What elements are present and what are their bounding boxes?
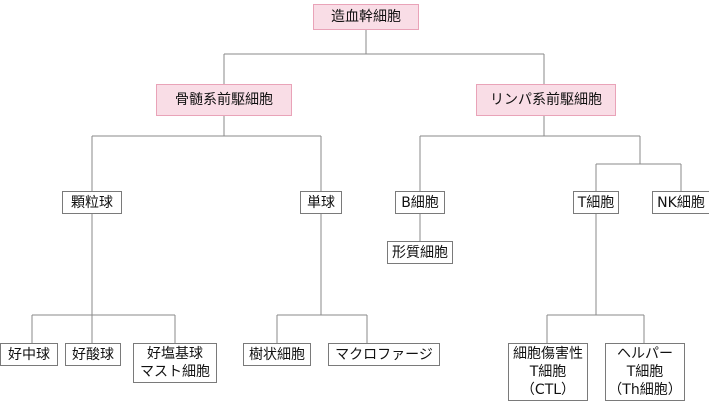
- node-label-line2: T細胞: [626, 364, 664, 380]
- node-label-line1: ヘルパー: [617, 346, 673, 362]
- node-basophil-mast-cell: 好塩基球 マスト細胞: [133, 343, 217, 383]
- node-label: マクロファージ: [335, 346, 433, 363]
- node-label-line3: （CTL）: [520, 382, 576, 398]
- node-label: 骨髄系前駆細胞: [175, 92, 273, 108]
- node-label: B細胞: [401, 194, 439, 211]
- node-label: 顆粒球: [71, 194, 113, 211]
- node-b-cell: B細胞: [395, 191, 445, 214]
- node-plasma-cell: 形質細胞: [387, 241, 453, 264]
- node-dendritic-cell: 樹状細胞: [243, 343, 311, 366]
- node-label: リンパ系前駆細胞: [490, 92, 602, 108]
- node-label: 樹状細胞: [249, 346, 305, 363]
- node-label: 単球: [307, 194, 335, 211]
- node-label-line2: マスト細胞: [140, 364, 210, 380]
- node-nk-cell: NK細胞: [652, 191, 709, 214]
- node-hematopoietic-stem-cell: 造血幹細胞: [313, 4, 419, 30]
- node-label: NK細胞: [657, 194, 705, 211]
- node-label: 好中球: [8, 346, 50, 363]
- node-label: 好酸球: [72, 346, 114, 363]
- node-neutrophil: 好中球: [0, 343, 58, 366]
- node-helper-t-cell: ヘルパー T細胞 （Th細胞）: [605, 343, 685, 401]
- node-macrophage: マクロファージ: [328, 343, 440, 366]
- node-lymphoid-progenitor: リンパ系前駆細胞: [476, 84, 616, 116]
- node-label: 造血幹細胞: [331, 9, 401, 25]
- node-label-line2: T細胞: [529, 364, 567, 380]
- node-eosinophil: 好酸球: [65, 343, 121, 366]
- node-granulocyte: 顆粒球: [62, 191, 122, 214]
- node-monocyte: 単球: [300, 191, 342, 214]
- node-myeloid-progenitor: 骨髄系前駆細胞: [156, 84, 292, 116]
- node-t-cell: T細胞: [573, 191, 619, 214]
- node-cytotoxic-t-cell: 細胞傷害性 T細胞 （CTL）: [508, 343, 588, 401]
- node-label: 形質細胞: [392, 244, 448, 261]
- node-label-line3: （Th細胞）: [608, 382, 682, 398]
- node-label-line1: 細胞傷害性: [513, 346, 583, 362]
- node-label-line1: 好塩基球: [147, 346, 203, 362]
- node-label: T細胞: [577, 194, 615, 211]
